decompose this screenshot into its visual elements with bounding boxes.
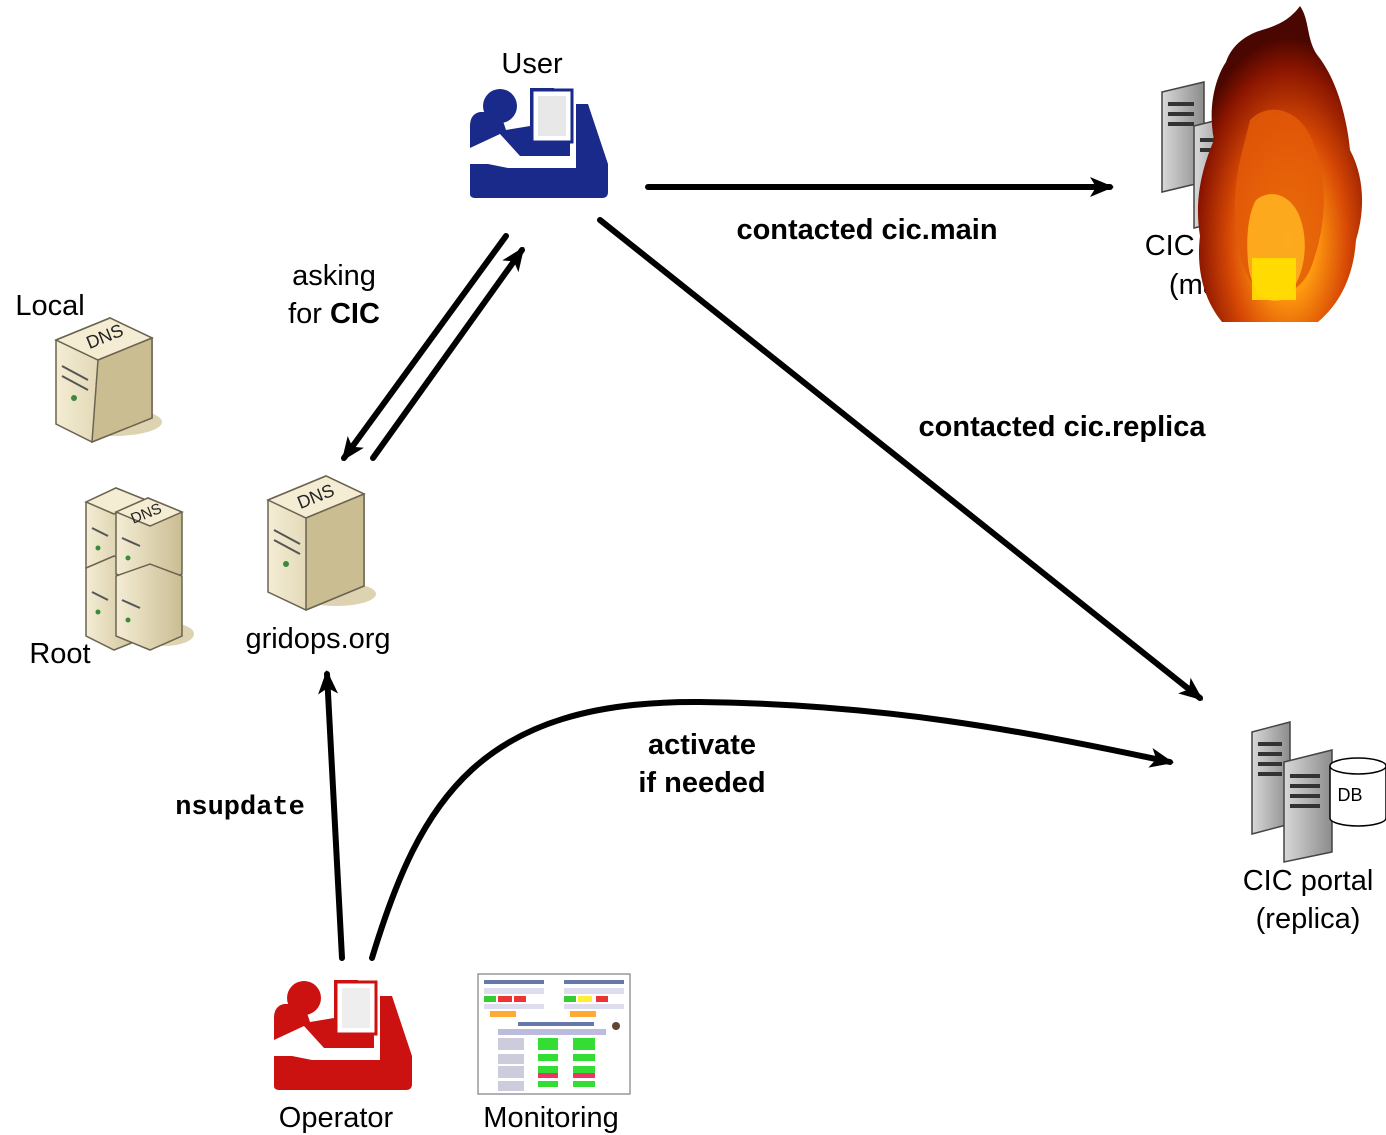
root-dns-label: Root [29,638,90,670]
root-dns-unit-front-bottom [115,563,183,651]
fire-icon [1197,6,1363,322]
operator-label: Operator [279,1102,394,1134]
activate-label-line1: activate [648,729,756,761]
arrow-gridops-to-user [370,246,525,461]
monitoring-thumbnail [477,973,631,1095]
root-dns-server-icon: DNS [84,487,194,651]
root-dns-unit-front-top: DNS [114,497,184,589]
contacted-replica-label: contacted cic.replica [919,411,1207,443]
asking-label-prefix: for [288,298,330,330]
arrow-operator-to-replica [369,698,1174,961]
nsupdate-label: nsupdate [175,793,305,823]
asking-label-line1: asking [292,260,376,292]
user-icon [470,88,608,198]
activate-label-line2: if needed [638,767,765,799]
asking-label-line2: for CIC [288,298,380,330]
arrow-operator-to-gridops [318,670,345,961]
local-dns-label: Local [15,290,84,322]
cic-replica-label-line2: (replica) [1256,903,1361,935]
database-icon: DB [1329,757,1386,827]
cic-replica-label-line1: CIC portal [1243,865,1374,897]
arrow-user-to-gridops [341,233,509,462]
arrow-user-to-cic-replica [597,217,1204,701]
database-label: DB [1337,785,1362,805]
monitoring-label: Monitoring [483,1102,618,1134]
edges [318,177,1204,961]
user-label: User [501,48,563,80]
local-dns-server-icon: DNS [54,317,162,444]
gridops-dns-server-icon: DNS [266,475,376,612]
gridops-label: gridops.org [245,623,390,655]
contacted-main-label: contacted cic.main [736,214,997,246]
operator-icon [274,980,412,1090]
cic-replica-server-icon [1251,721,1333,863]
asking-label-cic: CIC [330,298,380,330]
